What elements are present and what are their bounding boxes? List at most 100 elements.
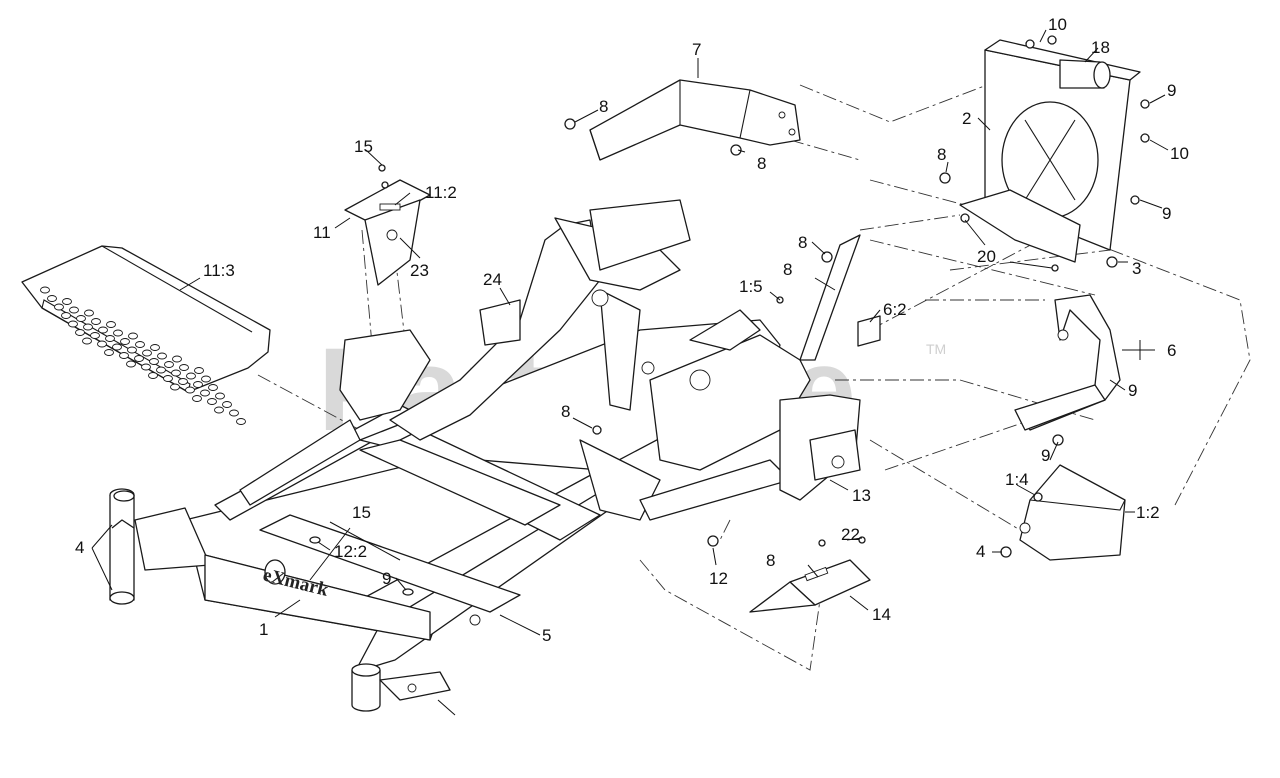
perforation-hole [69, 306, 79, 314]
callout-7: 7 [692, 40, 701, 59]
plate-part-12 [749, 559, 871, 613]
perforation-hole [62, 298, 72, 305]
callout-8: 8 [599, 97, 608, 116]
callout-4: 9 [382, 569, 391, 588]
perforation-holes [40, 286, 246, 425]
perforation-hole [222, 401, 232, 408]
callout-labels: 7 10 18 8 9 2 10 8 15 11:2 8 9 11 8 20 3… [75, 15, 1189, 645]
perforation-hole [76, 315, 86, 322]
perforation-hole [229, 409, 239, 417]
perforation-hole [141, 363, 151, 371]
perforation-hole [91, 318, 101, 325]
perforation-hole [236, 418, 246, 425]
perforation-hole [106, 321, 116, 328]
perforation-hole [207, 398, 217, 405]
callout-20: 20 [977, 247, 996, 266]
decal-part-1-5 [857, 315, 881, 347]
perforation-hole [201, 375, 211, 383]
perforation-hole [186, 372, 196, 380]
callout-11-3: 23 [410, 261, 429, 280]
perforation-hole [200, 389, 210, 397]
callout-4: 12:2 [334, 542, 367, 561]
callout-2: 2 [962, 109, 971, 128]
leader-lines [91, 29, 1169, 716]
perforation-hole [171, 369, 181, 377]
guard-part-6 [1014, 294, 1121, 431]
callout-9: 12 [709, 569, 728, 588]
callout-1-5: 6:2 [883, 300, 907, 319]
callout-12: 14 [872, 605, 891, 624]
callout-24: 1:5 [739, 277, 763, 296]
callout-10: 10 [1170, 144, 1189, 163]
perforation-hole [120, 338, 130, 345]
perforation-hole [90, 332, 100, 339]
callout-9: 9 [1167, 81, 1176, 100]
perforation-hole [148, 372, 158, 379]
perforation-hole [214, 406, 224, 414]
perforation-hole [83, 323, 93, 331]
perforation-hole [157, 352, 167, 360]
perforation-hole [149, 358, 159, 365]
callout-3: 11:3 [203, 261, 235, 280]
plate-part-2 [959, 39, 1141, 263]
callout-9: 9 [1162, 204, 1171, 223]
callout-9: 8 [561, 402, 570, 421]
perforation-hole [163, 375, 173, 382]
perforation-hole [192, 395, 202, 402]
perforation-hole [127, 346, 137, 354]
callout-6-2: 6 [1167, 341, 1176, 360]
perforation-hole [193, 381, 203, 388]
perforation-hole [97, 340, 107, 348]
callout-8: 3 [1132, 259, 1141, 278]
callout-1-3: 24 [483, 270, 502, 289]
perforation-hole [54, 303, 64, 311]
perforation-hole [134, 355, 144, 362]
perforation-hole [170, 383, 180, 391]
perforation-hole [208, 384, 218, 391]
perforation-hole [104, 349, 114, 356]
callout-8: 8 [798, 233, 807, 252]
perforation-hole [178, 378, 188, 385]
perforation-hole [113, 329, 123, 337]
perforation-hole [156, 366, 166, 374]
perforation-hole [82, 337, 92, 345]
strip-part-23 [799, 234, 861, 361]
perforation-hole [119, 352, 129, 359]
perforation-hole [194, 367, 204, 374]
callout-14: 1 [259, 620, 268, 639]
callout-13: 1:2 [1136, 503, 1160, 522]
callout-15: 15 [354, 137, 373, 156]
callout-11-2: 11:2 [425, 183, 457, 202]
floor-plate-part-3 [21, 245, 271, 425]
callout-8: 4 [976, 542, 985, 561]
callout-11: 11 [313, 223, 331, 242]
callout-8: 9 [1041, 446, 1050, 465]
perforation-hole [215, 392, 225, 400]
callout-9: 1:4 [1005, 470, 1029, 489]
callout-23: 8 [783, 260, 792, 279]
perforation-hole [84, 309, 94, 317]
perforation-hole [40, 286, 50, 294]
watermark-trademark: TM [926, 341, 946, 357]
callout-18: 18 [1091, 38, 1110, 57]
perforation-hole [61, 312, 71, 319]
perforation-hole [126, 360, 136, 368]
perforation-hole [68, 320, 78, 328]
callout-1-4: 13 [852, 486, 871, 505]
assembly-guide-lines [257, 79, 1251, 671]
perforation-hole [179, 364, 189, 371]
perforation-hole [142, 349, 152, 357]
perforation-hole [112, 343, 122, 351]
perforation-hole [164, 361, 174, 368]
perforation-hole [185, 386, 195, 394]
perforation-hole [105, 335, 115, 342]
callout-8: 8 [757, 154, 766, 173]
perforation-hole [98, 326, 108, 334]
bracket-part-11 [344, 179, 431, 286]
callout-1: 5 [542, 626, 551, 645]
perforation-hole [128, 332, 138, 340]
callout-1-2: 15 [352, 503, 371, 522]
shield-part-7 [589, 79, 801, 161]
callout-6: 9 [1128, 381, 1137, 400]
